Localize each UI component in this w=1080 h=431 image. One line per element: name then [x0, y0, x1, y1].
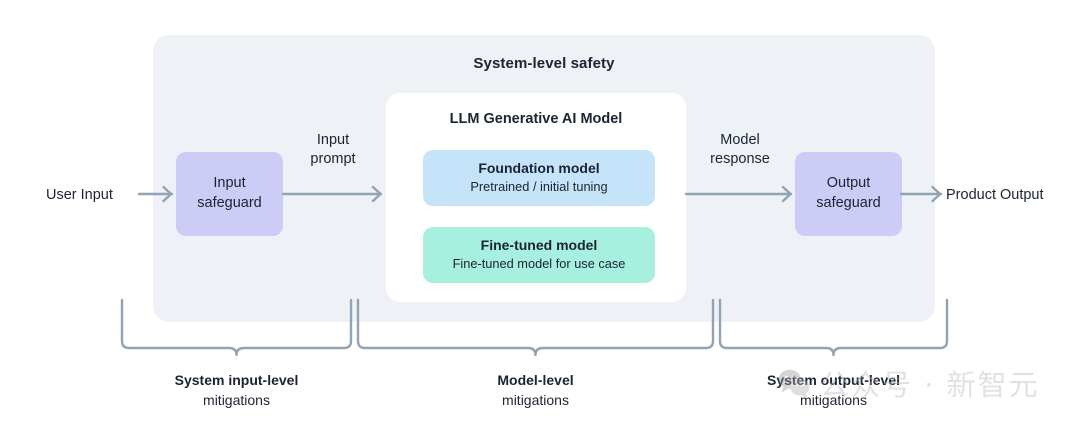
model-response-line2: response: [710, 151, 770, 168]
model-response-label: Model response: [686, 131, 794, 169]
input-safeguard-box: Input safeguard: [176, 152, 283, 236]
fine-tuned-model-subtitle: Fine-tuned model for use case: [452, 255, 626, 271]
bracket-1-subtitle: mitigations: [203, 392, 270, 409]
foundation-model-box: Foundation model Pretrained / initial tu…: [423, 150, 655, 206]
foundation-model-subtitle: Pretrained / initial tuning: [470, 178, 608, 194]
bracket-label-system-output-level: System output-level mitigations: [720, 371, 947, 410]
input-safeguard-label-line1: Input: [213, 175, 246, 192]
user-input-label: User Input: [46, 187, 113, 203]
bracket-label-system-input-level: System input-level mitigations: [122, 371, 351, 410]
input-safeguard-label: Input safeguard: [197, 174, 262, 213]
input-prompt-line2: prompt: [310, 151, 356, 168]
input-prompt-label: Input prompt: [283, 131, 383, 169]
fine-tuned-model-box: Fine-tuned model Fine-tuned model for us…: [423, 227, 655, 283]
llm-model-title: LLM Generative AI Model: [449, 111, 623, 127]
output-safeguard-label-line2: safeguard: [816, 195, 881, 211]
output-safeguard-label-line1: Output: [826, 175, 871, 192]
bracket-1-title: System input-level: [174, 372, 299, 388]
model-response-line1: Model: [720, 132, 760, 148]
system-level-safety-title: System-level safety: [473, 55, 615, 72]
foundation-model-title: Foundation model: [478, 160, 600, 177]
bracket-3-title: System output-level: [766, 372, 901, 388]
input-safeguard-label-line2: safeguard: [197, 195, 262, 211]
bracket-2-title: Model-level: [497, 372, 574, 388]
output-safeguard-label: Output safeguard: [816, 174, 881, 213]
fine-tuned-model-title: Fine-tuned model: [480, 237, 598, 254]
bracket-label-model-level: Model-level mitigations: [358, 371, 713, 410]
bracket-3-subtitle: mitigations: [800, 392, 867, 409]
watermark: 公众号 · 新智元: [777, 362, 1040, 404]
watermark-text: 公众号 · 新智元: [820, 368, 1040, 402]
input-prompt-line1: Input: [316, 132, 350, 148]
output-safeguard-box: Output safeguard: [795, 152, 902, 236]
bracket-2-subtitle: mitigations: [502, 392, 569, 409]
wechat-icon: [778, 369, 810, 398]
product-output-label: Product Output: [946, 187, 1044, 203]
